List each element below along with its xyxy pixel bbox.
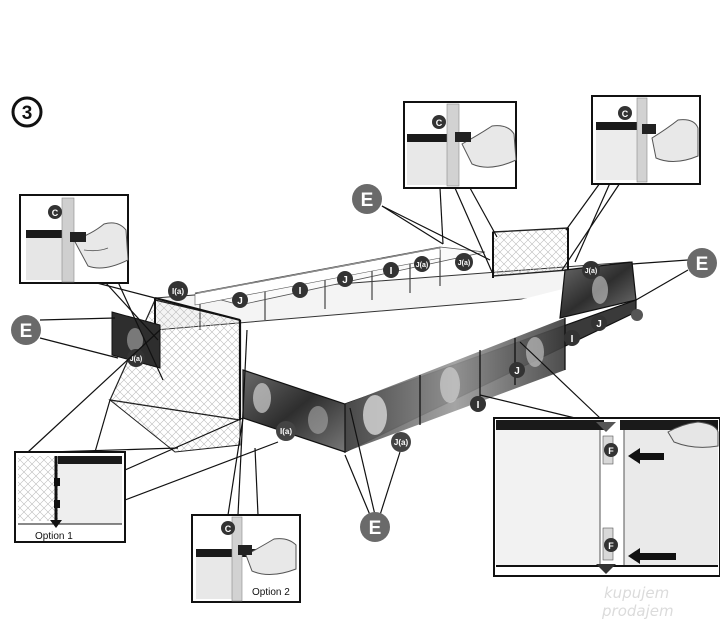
svg-text:I: I <box>477 400 480 411</box>
arrow-left-bottom <box>628 548 676 564</box>
svg-text:C: C <box>52 208 59 218</box>
callout-e-bottom: E <box>360 512 390 542</box>
step-number-badge: 3 <box>11 96 43 128</box>
top-marker-triangle <box>596 422 616 432</box>
svg-text:C: C <box>622 109 629 119</box>
panel-label-ia-front: I(a) <box>276 421 296 441</box>
panel-label-ia-left: I(a) <box>168 281 188 301</box>
svg-text:I(a): I(a) <box>280 427 292 436</box>
svg-text:F: F <box>608 541 614 551</box>
svg-text:E: E <box>20 321 33 342</box>
panel-label-ja-left-goal: J(a) <box>127 349 145 367</box>
panel-label-j2: J <box>337 271 353 287</box>
svg-text:3: 3 <box>22 103 33 124</box>
panel-labels: I(a) J I J I J(a) J(a) J(a) <box>127 253 643 452</box>
svg-text:I: I <box>390 266 393 277</box>
detail-box-top-left: C <box>19 194 129 284</box>
watermark: kupujem prodajem <box>601 584 674 620</box>
right-goal <box>492 227 569 278</box>
panel-label-i1: I <box>292 282 308 298</box>
option2-detail-box: C Option 2 <box>191 514 301 603</box>
svg-text:prodajem: prodajem <box>601 602 674 620</box>
detail-box-top-center: C <box>403 101 517 189</box>
panel-label-ja-back: J(a) <box>414 256 430 272</box>
panel-label-ja-center: J(a) <box>455 253 473 271</box>
field-floor <box>242 272 640 404</box>
callout-e-right: E <box>687 248 717 278</box>
panel-label-i-front1: I <box>470 396 486 412</box>
back-wall-strip <box>194 247 441 306</box>
svg-text:J(a): J(a) <box>394 438 409 447</box>
svg-text:E: E <box>369 518 382 539</box>
svg-text:J(a): J(a) <box>458 260 470 267</box>
callout-e-top: E <box>352 184 382 214</box>
panel-label-small-right <box>631 309 643 321</box>
svg-text:kupujem: kupujem <box>604 584 669 602</box>
svg-text:J: J <box>237 296 243 307</box>
fastener-bottom: F <box>602 527 618 561</box>
panel-label-ja-front: J(a) <box>391 432 411 452</box>
panel-label-i-front2: I <box>564 330 580 346</box>
callout-e-left: E <box>11 315 41 345</box>
svg-text:J: J <box>596 319 602 330</box>
option1-detail-box: Option 1 <box>14 451 126 543</box>
panel-label-j-front: J <box>509 362 525 378</box>
svg-text:J(a): J(a) <box>416 262 428 269</box>
svg-text:I: I <box>571 334 574 345</box>
panel-label-ja-right: J(a) <box>582 261 600 279</box>
svg-text:I(a): I(a) <box>172 287 184 296</box>
svg-text:C: C <box>225 524 232 534</box>
svg-text:E: E <box>361 190 374 211</box>
panel-label-j-right: J <box>591 315 607 331</box>
svg-text:C: C <box>436 118 443 128</box>
option1-label: Option 1 <box>35 531 73 542</box>
svg-text:J: J <box>514 366 520 377</box>
option2-label: Option 2 <box>252 587 290 598</box>
svg-text:I: I <box>299 286 302 297</box>
panel-label-j1: J <box>232 292 248 308</box>
svg-text:F: F <box>608 446 614 456</box>
fastener-top: F <box>602 435 618 465</box>
svg-text:J(a): J(a) <box>585 268 597 275</box>
detail-box-top-right: C <box>591 95 701 185</box>
detail-box-bottom-right: F F <box>493 417 720 577</box>
arrow-left-top <box>628 448 664 464</box>
svg-text:J: J <box>342 275 348 286</box>
svg-text:E: E <box>696 254 709 275</box>
panel-label-i2: I <box>383 262 399 278</box>
leader-lines <box>27 182 689 516</box>
svg-text:J(a): J(a) <box>130 356 142 363</box>
